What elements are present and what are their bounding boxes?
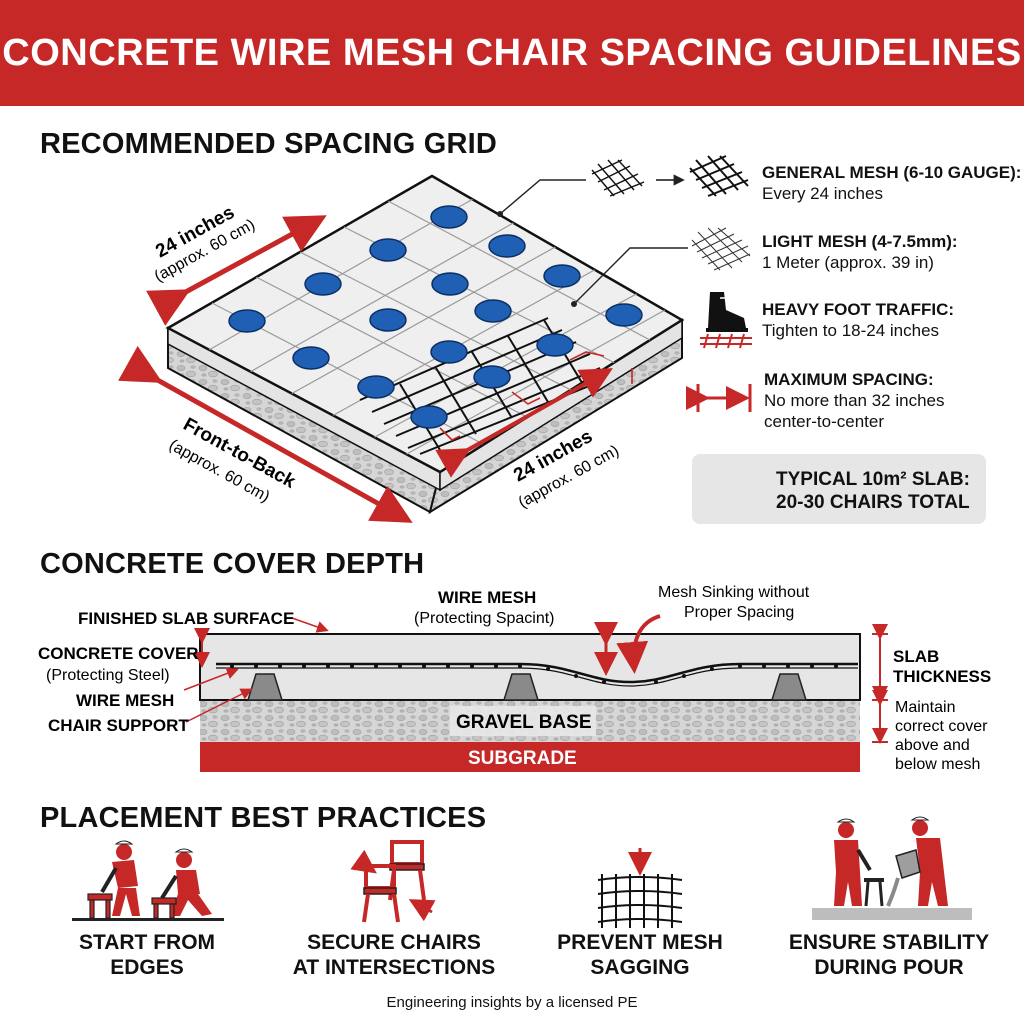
chair-support-3 xyxy=(770,673,808,701)
chair-marker xyxy=(304,272,342,296)
legend-foot-traffic-text: Tighten to 18-24 inches xyxy=(762,321,940,340)
legend-foot-traffic-title: HEAVY FOOT TRAFFIC: xyxy=(762,300,955,319)
practice-line: AT INTERSECTIONS xyxy=(292,956,496,979)
practice-line: START FROM xyxy=(78,931,216,954)
maintain-line-4: below mesh xyxy=(895,756,980,773)
maintain-line-3: above and xyxy=(895,737,970,754)
legend-foot-traffic: HEAVY FOOT TRAFFIC: Tighten to 18-24 inc… xyxy=(762,300,954,341)
legend-max-spacing: MAXIMUM SPACING: No more than 32 inches … xyxy=(764,370,945,432)
legend-max-spacing-text: No more than 32 inches xyxy=(764,391,945,410)
chair-marker xyxy=(292,346,330,370)
legend-general-mesh: GENERAL MESH (6-10 GAUGE): Every 24 inch… xyxy=(762,163,1021,204)
legend-light-mesh-text: 1 Meter (approx. 39 in) xyxy=(762,253,934,272)
chair-marker xyxy=(430,340,468,364)
slab-thickness-2: THICKNESS xyxy=(893,667,991,686)
practice-ensure-stability: ENSURE STABILITY DURING POUR xyxy=(769,930,1009,980)
practices-section-title: PLACEMENT BEST PRACTICES xyxy=(40,802,487,834)
footer-credit: Engineering insights by a licensed PE xyxy=(386,994,638,1011)
chair-support-label: CHAIR SUPPORT xyxy=(48,716,189,735)
chair-marker xyxy=(488,234,526,258)
grid-section-title: RECOMMENDED SPACING GRID xyxy=(40,128,498,160)
practice-line: DURING POUR xyxy=(814,956,964,979)
summary-box xyxy=(692,454,986,524)
practice-line: PREVENT MESH xyxy=(557,931,723,954)
legend-general-mesh-title: GENERAL MESH (6-10 GAUGE): xyxy=(762,163,1022,182)
chair-support-1 xyxy=(246,673,284,701)
summary-text: TYPICAL 10m² SLAB: 20-30 CHAIRS TOTAL xyxy=(776,468,970,514)
dim-arrow-top xyxy=(146,215,327,326)
chair-marker xyxy=(410,405,448,429)
legend-light-mesh-title: LIGHT MESH (4-7.5mm): xyxy=(762,232,958,251)
header-banner: CONCRETE WIRE MESH CHAIR SPACING GUIDELI… xyxy=(0,0,1024,106)
dim-arrow-bottom xyxy=(435,368,613,478)
chair-support-2 xyxy=(502,673,540,701)
dim-arrow-left xyxy=(118,345,413,523)
top-wire-mesh-label: WIRE MESH xyxy=(438,588,536,607)
workers-pouring-icon xyxy=(812,816,972,920)
practice-secure-chairs: SECURE CHAIRS AT INTERSECTIONS xyxy=(274,930,514,980)
cover-section-title: CONCRETE COVER DEPTH xyxy=(40,548,425,580)
slab-thickness-1: SLAB xyxy=(893,647,939,666)
practice-line: SAGGING xyxy=(590,956,690,979)
concrete-cover-sub: (Protecting Steel) xyxy=(46,667,170,684)
sinking-line-1: Mesh Sinking without xyxy=(658,584,810,601)
summary-line-1: TYPICAL 10m² SLAB: xyxy=(776,469,970,490)
subgrade-label: SUBGRADE xyxy=(468,748,577,769)
legend-general-mesh-text: Every 24 inches xyxy=(762,184,883,203)
sinking-line-2: Proper Spacing xyxy=(684,604,794,621)
chair-marker xyxy=(474,299,512,323)
wire-mesh-label: WIRE MESH xyxy=(76,691,174,710)
practice-line: ENSURE STABILITY xyxy=(788,931,990,954)
subgrade-band xyxy=(200,742,860,772)
maintain-line-2: correct cover xyxy=(895,718,988,735)
chair-marker xyxy=(430,205,468,229)
concrete-cover-label: CONCRETE COVER xyxy=(38,644,199,663)
chair-marker xyxy=(369,308,407,332)
chair-marker xyxy=(431,272,469,296)
top-wire-mesh-sub: (Protecting Spacint) xyxy=(414,610,555,627)
chair-marker xyxy=(228,309,266,333)
chair-marker xyxy=(357,375,395,399)
boot-icon xyxy=(700,292,752,349)
legend-light-mesh: LIGHT MESH (4-7.5mm): 1 Meter (approx. 3… xyxy=(762,232,958,273)
finished-surface-label: FINISHED SLAB SURFACE xyxy=(78,609,294,628)
practice-start-edges: START FROM EDGES xyxy=(27,930,267,980)
light-mesh-icon xyxy=(691,227,751,271)
maintain-line-1: Maintain xyxy=(895,699,955,716)
mesh-grid-icon xyxy=(597,848,683,928)
legend-max-spacing-text2: center-to-center xyxy=(764,412,884,431)
practice-line: SECURE CHAIRS xyxy=(307,931,481,954)
page-title: CONCRETE WIRE MESH CHAIR SPACING GUIDELI… xyxy=(2,31,1022,74)
wire-mesh-line xyxy=(216,662,858,684)
spacing-arrow-icon xyxy=(686,384,752,412)
mesh-arrow-icon xyxy=(591,155,749,197)
workers-placing-chairs-icon xyxy=(72,840,224,921)
chair-marker xyxy=(605,303,643,327)
chair-marker xyxy=(369,238,407,262)
chair-marker xyxy=(473,365,511,389)
chairs-icon xyxy=(350,840,436,923)
chair-marker xyxy=(543,264,581,288)
practice-prevent-sagging: PREVENT MESH SAGGING xyxy=(520,930,760,980)
legend-max-spacing-title: MAXIMUM SPACING: xyxy=(764,370,934,389)
summary-line-2: 20-30 CHAIRS TOTAL xyxy=(776,492,970,513)
gravel-label: GRAVEL BASE xyxy=(456,712,592,733)
practice-line: EDGES xyxy=(110,956,184,979)
chair-marker xyxy=(536,333,574,357)
